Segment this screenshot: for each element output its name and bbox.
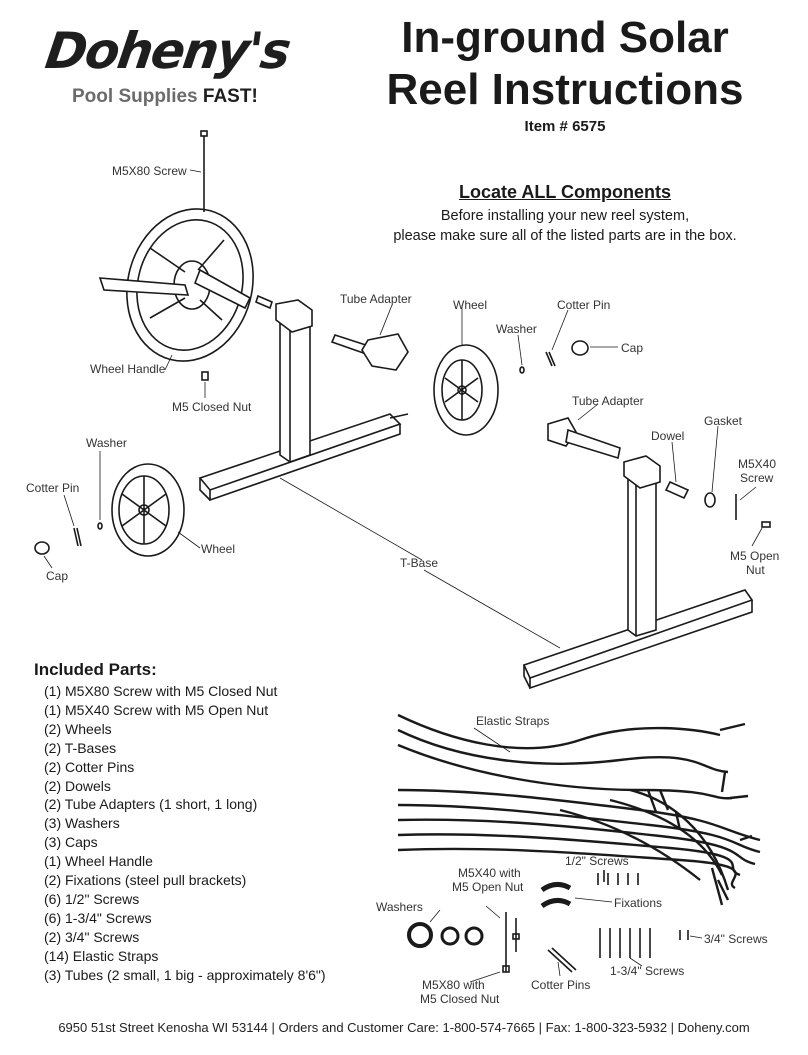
label-wheel-handle: Wheel Handle <box>90 362 166 376</box>
included-parts-list: (1) M5X80 Screw with M5 Closed Nut (1) M… <box>44 682 326 985</box>
tagline-fast: FAST! <box>202 86 258 107</box>
list-item: (6) 1/2" Screws <box>44 890 140 907</box>
list-item: (1) Wheel Handle <box>44 853 153 870</box>
list-item: (2) Dowels <box>44 777 111 794</box>
label-m5x80-closed-nut-2: M5 Closed Nut <box>420 992 500 1006</box>
cap-left-drawing <box>34 541 50 555</box>
list-item: (2) T-Bases <box>44 739 117 756</box>
label-tube-adapter-top: Tube Adapter <box>340 292 412 306</box>
hardware-leader-lines <box>429 727 703 983</box>
cotter-pin-left-drawing <box>73 527 82 547</box>
tagline-text: Pool Supplies <box>72 86 198 107</box>
label-cap-top: Cap <box>621 341 644 355</box>
label-dowel: Dowel <box>651 429 685 443</box>
one-three-quarter-screws-drawing <box>599 928 651 958</box>
label-m5-open-nut: M5 Open <box>730 549 780 563</box>
label-wheel-top: Wheel <box>453 298 488 312</box>
label-m5x40-open-nut-2: M5 Open Nut <box>452 880 524 894</box>
locate-instruction-1: Before installing your new reel system, <box>440 208 690 224</box>
cotter-pin-top-drawing <box>545 351 556 367</box>
dowel-drawing <box>664 480 690 500</box>
label-m5-open-nut-2: Nut <box>746 563 765 577</box>
tube-adapter-right-drawing <box>547 417 621 460</box>
wheel-top-drawing <box>433 344 499 436</box>
label-one-three-quarter-screws: 1-3/4" Screws <box>610 964 685 978</box>
label-tube-adapter-right: Tube Adapter <box>572 394 644 408</box>
list-item: (3) Caps <box>44 834 98 851</box>
label-three-quarter-screws: 3/4" Screws <box>704 932 768 946</box>
list-item: (1) M5X80 Screw with M5 Closed Nut <box>44 683 278 699</box>
list-item: (2) Fixations (steel pull brackets) <box>44 872 247 889</box>
m5-closed-nut-drawing <box>201 371 209 381</box>
m5x80-screw-drawing <box>200 130 208 212</box>
label-elastic-straps: Elastic Straps <box>476 714 550 728</box>
label-m5x40-screw: M5X40 <box>738 457 777 471</box>
list-item: (2) Wheels <box>44 720 112 737</box>
wheel-left-drawing <box>111 463 185 557</box>
list-item: (2) 3/4" Screws <box>44 928 140 945</box>
list-item: (3) Tubes (2 small, 1 big - approximatel… <box>44 966 326 983</box>
t-base-right-drawing <box>522 455 754 690</box>
page-footer: 6950 51st Street Kenosha WI 53144 | Orde… <box>58 1020 750 1035</box>
label-washer-top: Washer <box>496 322 537 336</box>
label-m5x40-screw-2: Screw <box>740 471 774 485</box>
list-item: (2) Tube Adapters (1 short, 1 long) <box>44 796 258 813</box>
washer-left-drawing <box>97 522 103 530</box>
page-title-line1: In-ground Solar <box>401 13 729 62</box>
label-cotter-pin-left: Cotter Pin <box>26 481 80 495</box>
list-item: (1) M5X40 Screw with M5 Open Nut <box>44 701 269 718</box>
wheel-handle-drawing <box>98 208 254 362</box>
cotter-pins-drawing <box>547 947 577 973</box>
fixations-drawing <box>540 882 572 909</box>
label-wheel-left: Wheel <box>201 542 236 556</box>
m5-open-nut-drawing <box>761 521 771 528</box>
label-washers: Washers <box>376 900 423 914</box>
label-gasket: Gasket <box>704 414 743 428</box>
locate-instruction-2: please make sure all of the listed parts… <box>393 228 737 244</box>
label-half-inch-screws: 1/2" Screws <box>565 854 629 868</box>
label-m5x80-screw: M5X80 Screw <box>112 164 187 178</box>
handle-pin-drawing <box>255 294 273 310</box>
brand-tagline: Pool Supplies FAST! <box>72 86 258 108</box>
list-item: (2) Cotter Pins <box>44 758 135 775</box>
m5x40-hardware-drawing <box>512 918 520 952</box>
t-base-left-drawing <box>198 299 409 502</box>
m5x80-hardware-drawing <box>502 912 510 973</box>
label-t-base: T-Base <box>400 556 439 570</box>
label-cotter-pins: Cotter Pins <box>531 978 591 992</box>
gasket-drawing <box>704 492 716 508</box>
washer-top-drawing <box>519 366 525 374</box>
label-m5-closed-nut: M5 Closed Nut <box>172 400 252 414</box>
label-fixations: Fixations <box>614 896 663 910</box>
list-item: (3) Washers <box>44 815 120 832</box>
three-quarter-screws-drawing <box>679 930 689 940</box>
page-title-line2: Reel Instructions <box>386 65 744 114</box>
tube-adapter-top-drawing <box>330 333 409 371</box>
label-washer-left: Washer <box>86 436 127 450</box>
leader-lines <box>43 169 763 649</box>
included-parts-title: Included Parts: <box>34 660 157 679</box>
label-cotter-pin-top: Cotter Pin <box>557 298 611 312</box>
washers-drawing <box>407 922 484 948</box>
label-m5x80-closed-nut: M5X80 with <box>422 978 485 992</box>
label-m5x40-open-nut: M5X40 with <box>458 866 521 880</box>
locate-heading: Locate ALL Components <box>458 182 671 202</box>
list-item: (6) 1-3/4" Screws <box>44 909 152 926</box>
list-item: (14) Elastic Straps <box>44 947 159 964</box>
item-number: Item # 6575 <box>524 118 606 135</box>
cap-top-drawing <box>571 340 589 356</box>
half-inch-screws-drawing <box>597 870 639 885</box>
label-cap-left: Cap <box>46 569 69 583</box>
elastic-straps-drawing <box>397 713 761 906</box>
